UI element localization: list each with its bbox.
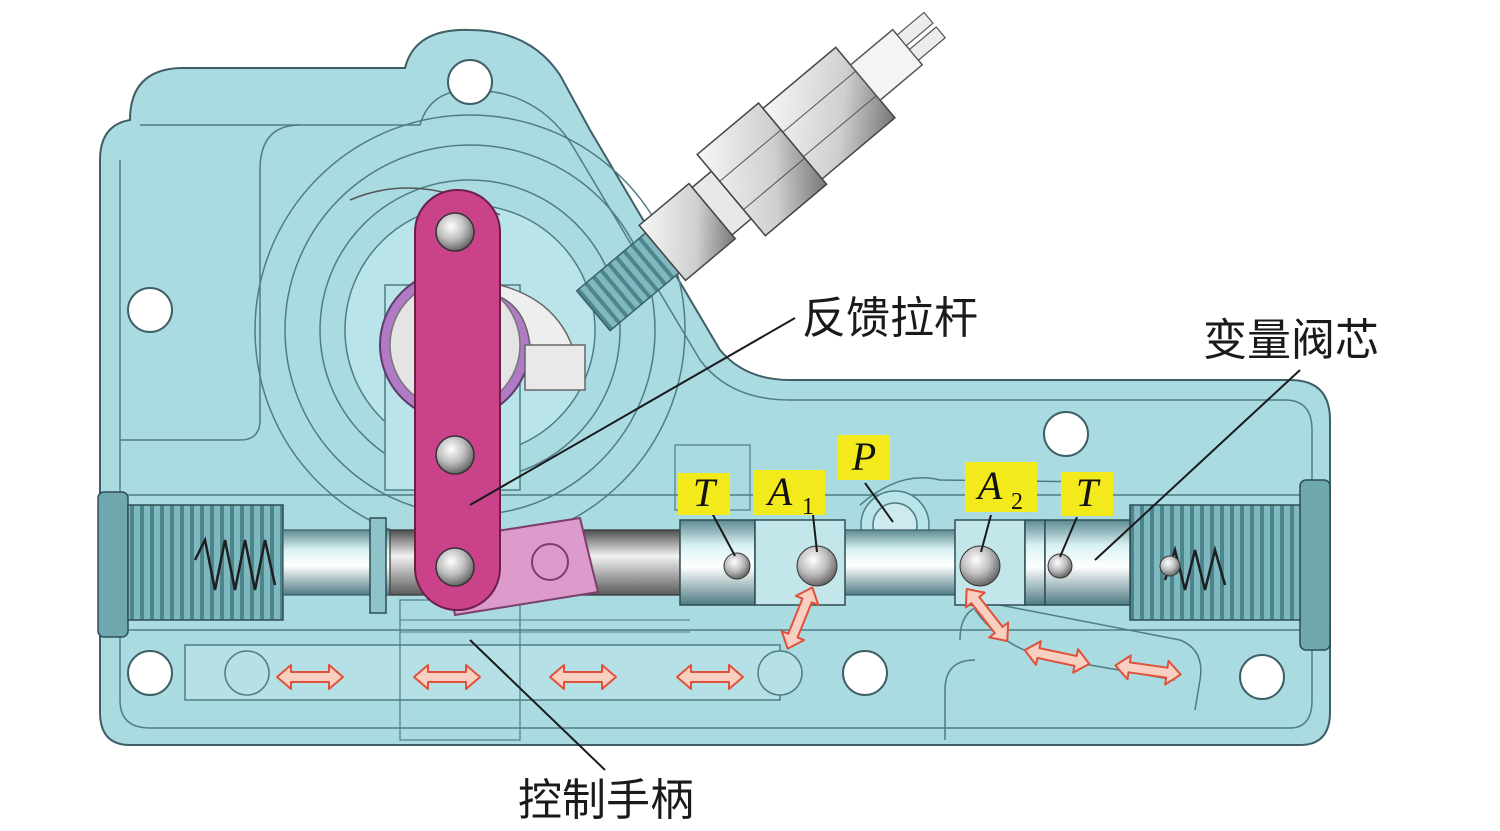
housing-body [99, 28, 1331, 746]
ball-t-left [723, 552, 751, 580]
leader-feedback-rod [469, 317, 796, 506]
port-subscript: 2 [1011, 489, 1023, 515]
right-spring [1163, 545, 1227, 591]
leader-port-a1 [812, 514, 818, 553]
port-label-a1: A 1 [753, 469, 825, 520]
port-letter: T [1076, 470, 1101, 515]
rod-pin-top [435, 212, 475, 252]
variable-spool-assembly [97, 479, 1331, 651]
port-letter: T [693, 470, 718, 515]
mount-hole [1043, 411, 1089, 457]
port-label-t-right: T [1061, 470, 1113, 516]
feedback-mechanism [349, 187, 600, 617]
port-letter: P [851, 434, 876, 479]
mount-hole [1239, 654, 1285, 700]
port-label-p: P [838, 434, 890, 480]
feedback-rod [414, 189, 501, 611]
ball-a2 [959, 545, 1001, 587]
leader-port-t-left [711, 512, 736, 557]
mount-hole [842, 650, 888, 696]
port-subscript: 1 [802, 494, 814, 520]
leader-port-a2 [980, 514, 992, 553]
leader-variable-spool [1094, 369, 1301, 561]
callout-variable-spool: 变量阀芯 [1203, 315, 1379, 366]
mount-hole [127, 650, 173, 696]
callout-feedback-rod: 反馈拉杆 [802, 293, 978, 344]
leader-port-p [864, 482, 894, 523]
port-letter: A [765, 469, 793, 514]
leader-lines [469, 317, 1301, 771]
mount-hole [447, 59, 493, 105]
hydraulic-fitting [575, 11, 947, 332]
left-spring [193, 536, 277, 591]
leader-control-handle [469, 639, 606, 771]
mount-hole [127, 287, 173, 333]
ball-t-right [1047, 553, 1073, 579]
rod-pin-middle [435, 435, 475, 475]
port-labels: T A 1 P A 2 T [678, 434, 1113, 520]
valve-housing [99, 28, 1331, 746]
port-letter: A [975, 463, 1003, 508]
port-label-t-left: T [678, 470, 730, 515]
rod-pin-bottom [435, 547, 475, 587]
leader-port-t-right [1059, 516, 1078, 558]
callout-control-handle: 控制手柄 [518, 775, 694, 826]
port-label-a2: A 2 [965, 462, 1037, 515]
